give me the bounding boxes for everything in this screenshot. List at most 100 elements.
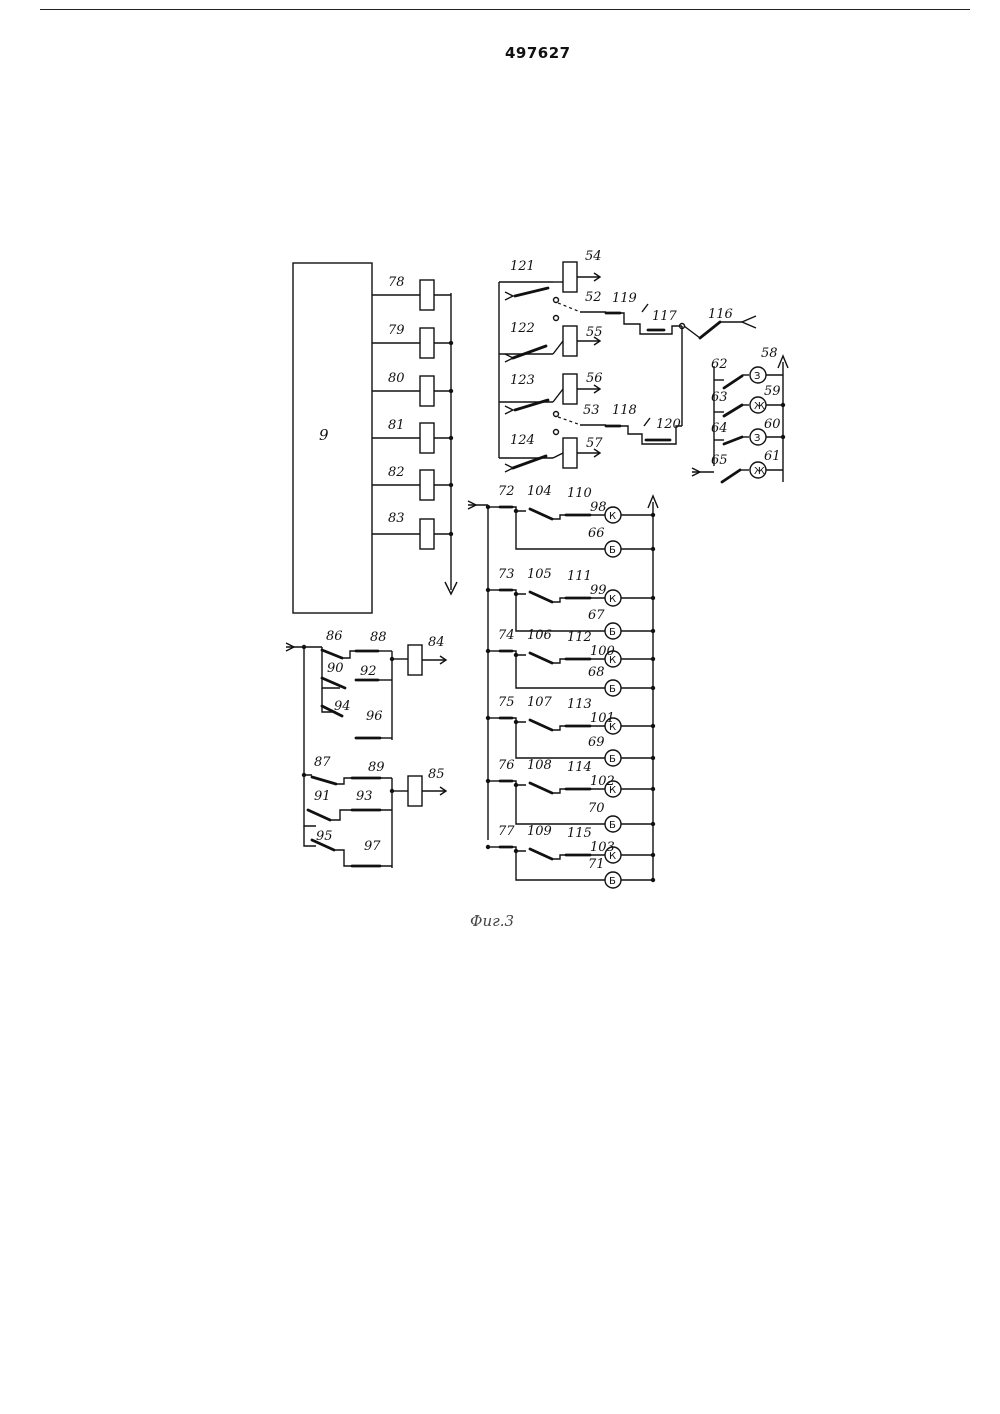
- label-85: 85: [428, 767, 445, 782]
- node-k-100: [651, 657, 655, 661]
- lamp-row-62: З 62 58: [711, 346, 783, 388]
- label-58: 58: [761, 346, 778, 361]
- label-84: 84: [428, 635, 445, 650]
- node-k-102: [651, 787, 655, 791]
- label-66: 66: [588, 526, 605, 541]
- node-b-71: [651, 878, 655, 882]
- lamp-59-symbol: Ж: [754, 401, 765, 412]
- unit-9-box: [293, 263, 372, 613]
- node-b-70: [651, 822, 655, 826]
- label-77: 77: [498, 824, 515, 839]
- label-91: 91: [314, 789, 331, 804]
- label-123: 123: [510, 373, 535, 388]
- label-95: 95: [316, 829, 333, 844]
- contact-105: [530, 592, 552, 602]
- lamp-row-64: З 64 60: [711, 417, 785, 445]
- logic-85: 87 89 85 91 93 95 97: [302, 755, 446, 868]
- block-9-group: 9 78 79 80 81 82: [293, 263, 457, 613]
- label-102: 102: [590, 774, 615, 789]
- node-k-103: [651, 853, 655, 857]
- label-68: 68: [588, 665, 605, 680]
- label-75: 75: [498, 695, 515, 710]
- label-76: 76: [498, 758, 515, 773]
- lamp-b-71-symbol: Б: [609, 876, 616, 887]
- label-54: 54: [585, 249, 602, 264]
- lamp-ladder: КБ721041109866КБ731051119967КБ7410611210…: [468, 484, 658, 888]
- label-106: 106: [527, 628, 552, 643]
- node-b-68: [651, 686, 655, 690]
- contact-87: [312, 777, 336, 784]
- label-70: 70: [588, 801, 605, 816]
- label-107: 107: [527, 695, 553, 710]
- label-124: 124: [510, 433, 535, 448]
- contact-90: [322, 678, 345, 688]
- lamp-k-99-symbol: К: [609, 594, 616, 605]
- label-114: 114: [567, 760, 592, 775]
- relay-78-label: 78: [388, 275, 405, 290]
- relay-78: 78: [372, 275, 451, 310]
- label-63: 63: [711, 390, 728, 405]
- contact-104: [530, 509, 552, 519]
- lamp-61-symbol: Ж: [754, 466, 765, 477]
- label-110: 110: [567, 486, 592, 501]
- unit-9-label: 9: [319, 426, 329, 444]
- label-53: 53: [583, 403, 600, 418]
- relay-84: [408, 645, 422, 675]
- label-71: 71: [588, 857, 605, 872]
- lamp-k-98-symbol: К: [609, 511, 616, 522]
- label-57: 57: [586, 436, 603, 451]
- label-97: 97: [364, 839, 381, 854]
- contact-109: [530, 849, 552, 859]
- label-90: 90: [327, 661, 344, 676]
- label-108: 108: [527, 758, 552, 773]
- label-88: 88: [370, 630, 387, 645]
- lamp-row-65: Ж 65 61: [711, 449, 783, 482]
- label-62: 62: [711, 357, 728, 372]
- relay-55: [563, 326, 577, 356]
- relay-79: 79: [372, 323, 453, 358]
- relay-82: 82: [372, 465, 453, 500]
- label-69: 69: [588, 735, 605, 750]
- label-118: 118: [612, 403, 637, 418]
- relay-79-label: 79: [388, 323, 405, 338]
- lamp-60-symbol: З: [754, 433, 760, 444]
- label-94: 94: [334, 699, 351, 714]
- relay-81: 81: [372, 418, 453, 453]
- relay-80-label: 80: [388, 371, 405, 386]
- lamp-row-63: Ж 63 59: [711, 384, 785, 416]
- label-109: 109: [527, 824, 552, 839]
- label-92: 92: [360, 664, 377, 679]
- contact-86: [322, 650, 342, 658]
- relay-83-label: 83: [388, 511, 405, 526]
- node-k-99: [651, 596, 655, 600]
- contact-122: [513, 346, 546, 358]
- label-98: 98: [590, 500, 607, 515]
- contact-107: [530, 720, 552, 730]
- label-89: 89: [368, 760, 385, 775]
- label-103: 103: [590, 840, 615, 855]
- figure-caption: Фиг.3: [470, 912, 514, 930]
- label-86: 86: [326, 629, 343, 644]
- contact-91: [308, 810, 330, 820]
- label-61: 61: [764, 449, 781, 464]
- label-99: 99: [590, 583, 607, 598]
- label-64: 64: [711, 421, 728, 436]
- node-k-101: [651, 724, 655, 728]
- contact-121: [515, 288, 548, 296]
- label-56: 56: [586, 371, 603, 386]
- lamp-b-67-symbol: Б: [609, 627, 616, 638]
- lamp-panel: З 62 58 Ж 63 59 З 64 60: [692, 346, 788, 482]
- relay-82-label: 82: [388, 465, 405, 480]
- label-73: 73: [498, 567, 515, 582]
- label-111: 111: [567, 569, 592, 584]
- relay-83: 83: [372, 511, 453, 549]
- label-113: 113: [567, 697, 592, 712]
- label-93: 93: [356, 789, 373, 804]
- label-96: 96: [366, 709, 383, 724]
- changeover-53: [558, 417, 578, 424]
- relay-57: [563, 438, 577, 468]
- label-74: 74: [498, 628, 515, 643]
- label-52: 52: [585, 290, 602, 305]
